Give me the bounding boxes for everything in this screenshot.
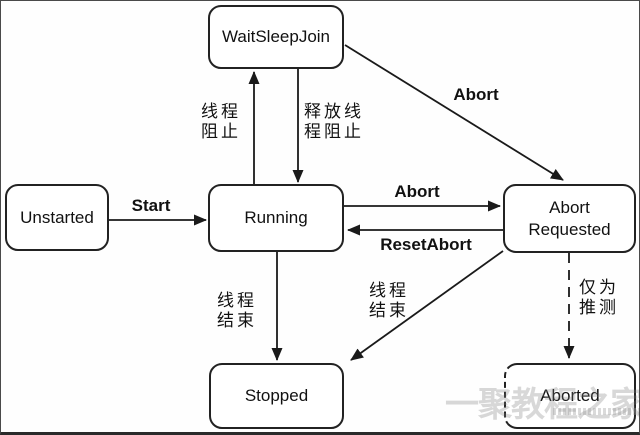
state-label-stopped: Stopped bbox=[244, 386, 309, 406]
state-unstarted: Unstarted bbox=[5, 184, 109, 251]
label-thread-end-after-abort: 线程 结束 bbox=[369, 281, 409, 321]
state-stopped: Stopped bbox=[209, 363, 344, 429]
label-thread-end: 线程 结束 bbox=[217, 291, 257, 331]
label-reset-abort: ResetAbort bbox=[380, 235, 472, 254]
state-aborted: Aborted bbox=[504, 363, 636, 429]
state-waitsleepjoin: WaitSleepJoin bbox=[208, 5, 344, 69]
label-release-thread-block: 释放线 程阻止 bbox=[304, 102, 364, 142]
state-running: Running bbox=[208, 184, 344, 252]
state-label-abort-requested: Abort Requested bbox=[528, 198, 611, 239]
state-label-running: Running bbox=[244, 208, 308, 228]
label-thread-block: 线程 阻止 bbox=[201, 102, 241, 142]
label-speculation-only: 仅为 推测 bbox=[579, 278, 619, 318]
state-label-aborted: Aborted bbox=[540, 386, 600, 406]
label-abort: Abort bbox=[394, 182, 440, 201]
label-abort-from-waitsleepjoin: Abort bbox=[453, 85, 499, 104]
state-label-waitsleepjoin: WaitSleepJoin bbox=[221, 27, 331, 47]
state-abort-requested: Abort Requested bbox=[503, 184, 636, 253]
label-start: Start bbox=[131, 196, 171, 215]
arrow-abort-from-waitsleepjoin bbox=[344, 44, 564, 181]
state-label-unstarted: Unstarted bbox=[20, 207, 94, 227]
